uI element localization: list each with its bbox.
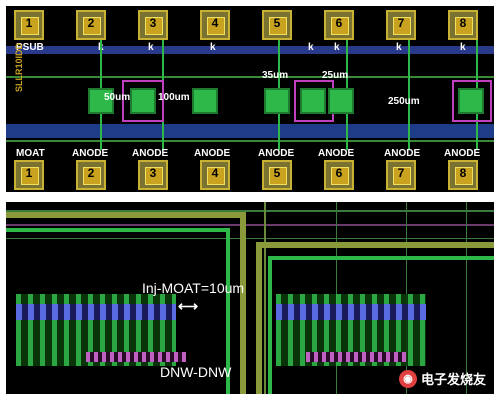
device-ring (452, 80, 492, 122)
double-arrow-icon: ⟷ (178, 298, 199, 314)
device-cell (88, 88, 114, 114)
pad-bottom-3: 3 (138, 160, 168, 190)
k-label-3: k (148, 42, 154, 53)
pad-bottom-2: 2 (76, 160, 106, 190)
dim-100um: 100um (158, 92, 190, 103)
pad-top-5: 5 (262, 10, 292, 40)
left-implant-row (86, 352, 186, 362)
grid-line (6, 238, 494, 239)
dim-50um: 50um (104, 92, 131, 103)
device-cell (264, 88, 290, 114)
pad-bottom-1: 1 (14, 160, 44, 190)
anode-label-8: ANODE (444, 148, 481, 159)
left-device-outline (6, 212, 246, 394)
pad-bottom-6: 6 (324, 160, 354, 190)
right-contact-row (276, 304, 426, 320)
pad-bottom-4: 4 (200, 160, 230, 190)
green-rail (6, 76, 494, 78)
left-device-ring (6, 228, 230, 394)
pad-top-1: 1 (14, 10, 44, 40)
pad-top-6: 6 (324, 10, 354, 40)
device-cell (192, 88, 218, 114)
right-device-ring (268, 256, 494, 394)
pad-bottom-5: 5 (262, 160, 292, 190)
watermark: ◉ 电子发烧友 (398, 369, 486, 388)
left-contact-row (16, 304, 176, 320)
pad-top-4: 4 (200, 10, 230, 40)
top-layout-panel: 1 2 3 4 5 6 7 8 PSUB k k k k k k k SLLR1… (6, 6, 494, 192)
grid-line (466, 202, 467, 394)
grid-line (6, 210, 494, 212)
k-label-4: k (210, 42, 216, 53)
moat-label: MOAT (16, 148, 45, 159)
anode-label-3: ANODE (132, 148, 169, 159)
dim-25um: 25um (322, 70, 349, 81)
green-rail-2 (6, 140, 494, 142)
device-cell (328, 88, 354, 114)
device-cell (458, 88, 484, 114)
k-label-6: k (334, 42, 340, 53)
k-label-5: k (308, 42, 314, 53)
k-label-8: k (460, 42, 466, 53)
dnw-dnw-label: DNW-DNW (160, 364, 232, 380)
dim-35um: 35um (262, 70, 289, 81)
right-device-outline (256, 242, 494, 394)
anode-label-5: ANODE (258, 148, 295, 159)
device-cell (130, 88, 156, 114)
grid-line (6, 224, 494, 226)
anode-label-6: ANODE (318, 148, 355, 159)
k-label-7: k (396, 42, 402, 53)
inj-moat-label: Inj-MOAT=10um (142, 280, 245, 296)
anode-label-7: ANODE (384, 148, 421, 159)
pad-bottom-8: 8 (448, 160, 478, 190)
device-ring (122, 80, 164, 122)
top-bus (6, 46, 494, 54)
psub-label: PSUB (16, 42, 44, 53)
pad-top-3: 3 (138, 10, 168, 40)
side-label: SLLR10IDD (14, 42, 24, 92)
pad-top-7: 7 (386, 10, 416, 40)
bottom-layout-panel: Inj-MOAT=10um ⟷ DNW-DNW ◉ 电子发烧友 (6, 202, 494, 394)
grid-line (264, 202, 266, 394)
anode-label-4: ANODE (194, 148, 231, 159)
dim-250um: 250um (388, 96, 420, 107)
logo-icon: ◉ (398, 369, 417, 388)
vline (408, 40, 410, 150)
lower-bus (6, 124, 494, 138)
pad-top-2: 2 (76, 10, 106, 40)
watermark-text: 电子发烧友 (420, 372, 486, 387)
anode-label-2: ANODE (72, 148, 109, 159)
pad-bottom-7: 7 (386, 160, 416, 190)
right-implant-row (306, 352, 406, 362)
device-cell (300, 88, 326, 114)
pad-top-8: 8 (448, 10, 478, 40)
